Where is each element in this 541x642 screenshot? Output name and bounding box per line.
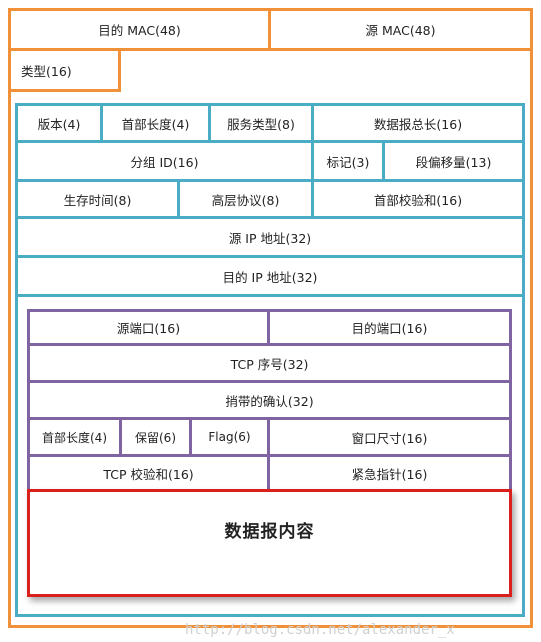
- tcp-src-port: 源端口(16): [27, 309, 270, 346]
- tcp-window-size: 窗口尺寸(16): [267, 417, 512, 457]
- tcp-urgent-pointer: 紧急指针(16): [267, 454, 512, 492]
- ip-header-checksum: 首部校验和(16): [311, 179, 525, 219]
- ip-version: 版本(4): [15, 103, 103, 143]
- ip-protocol: 高层协议(8): [177, 179, 314, 219]
- ip-header-length: 首部长度(4): [100, 103, 211, 143]
- ethernet-type: 类型(16): [8, 48, 121, 92]
- ip-src-address: 源 IP 地址(32): [15, 216, 525, 258]
- tcp-ack-number: 捎带的确认(32): [27, 380, 512, 420]
- ip-fragment-offset: 段偏移量(13): [382, 140, 525, 182]
- ip-flags: 标记(3): [311, 140, 385, 182]
- payload-label: 数据报内容: [224, 521, 315, 542]
- watermark-text: http://blog.csdn.net/alexander_x: [185, 622, 455, 638]
- payload-box: 数据报内容: [27, 489, 512, 597]
- tcp-dst-port: 目的端口(16): [267, 309, 512, 346]
- ethernet-src-mac: 源 MAC(48): [268, 8, 533, 51]
- ip-dst-address: 目的 IP 地址(32): [15, 255, 525, 297]
- ip-service-type: 服务类型(8): [208, 103, 314, 143]
- ip-total-length: 数据报总长(16): [311, 103, 525, 143]
- ethernet-dst-mac: 目的 MAC(48): [8, 8, 271, 51]
- tcp-sequence-number: TCP 序号(32): [27, 343, 512, 383]
- tcp-checksum: TCP 校验和(16): [27, 454, 270, 492]
- ip-ttl: 生存时间(8): [15, 179, 180, 219]
- ip-group-id: 分组 ID(16): [15, 140, 314, 182]
- tcp-flag: Flag(6): [189, 417, 270, 457]
- tcp-reserved: 保留(6): [119, 417, 192, 457]
- tcp-header-length: 首部长度(4): [27, 417, 122, 457]
